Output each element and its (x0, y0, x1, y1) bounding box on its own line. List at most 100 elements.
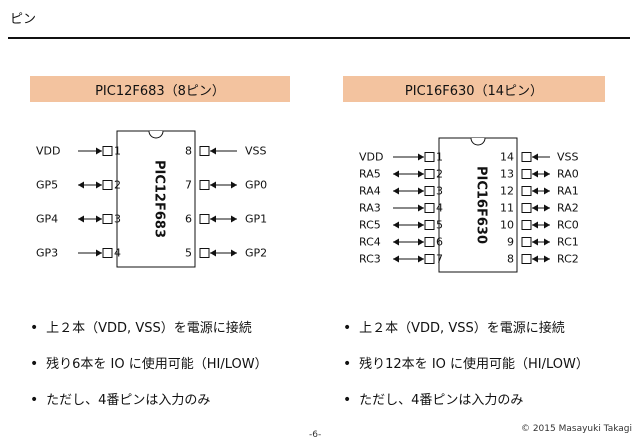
pin-number: 8 (185, 145, 192, 158)
arrow-head (231, 181, 237, 189)
arrow-head (544, 255, 550, 263)
pin-label: RA4 (359, 185, 381, 198)
pin-number: 12 (500, 185, 514, 198)
pin-label: RA5 (359, 168, 381, 181)
pin-label: RA0 (557, 168, 579, 181)
arrow-head (418, 153, 424, 161)
pin-label: RA2 (557, 202, 579, 215)
pin-pad (424, 220, 435, 230)
pin-number: 2 (436, 168, 443, 181)
pin-pad (424, 237, 435, 247)
pin-number: 3 (436, 185, 443, 198)
arrow-head (210, 249, 216, 257)
chip-notch (470, 137, 486, 146)
pin-number: 9 (507, 236, 514, 249)
pin-label: GP1 (245, 213, 267, 226)
pin-number: 5 (436, 219, 443, 232)
pin-pad (199, 214, 210, 224)
pin-number: 2 (114, 179, 121, 192)
arrow-head (418, 221, 424, 229)
arrow-head (544, 221, 550, 229)
arrow-head (532, 187, 538, 195)
pin-number: 8 (507, 253, 514, 266)
arrow-head (393, 255, 399, 263)
pin-label: VDD (36, 145, 60, 158)
pin-pad (199, 248, 210, 258)
right-chip-header: PIC16F630（14ピン） (343, 76, 605, 102)
pin-pad (521, 254, 532, 264)
pin-pad (521, 169, 532, 179)
arrow-head (544, 170, 550, 178)
arrow-head (393, 170, 399, 178)
list-item: • 残り12本を IO に使用可能（HI/LOW） (343, 356, 589, 372)
chip-body (438, 137, 518, 273)
pin-pad (102, 248, 113, 258)
pin-pad (102, 214, 113, 224)
pin-label: RC2 (557, 253, 579, 266)
arrow-head (544, 204, 550, 212)
arrow-head (544, 187, 550, 195)
page-number: -6- (309, 430, 322, 440)
arrow-head (393, 238, 399, 246)
pin-number: 7 (436, 253, 443, 266)
list-item: • ただし、4番ピンは入力のみ (343, 392, 524, 408)
arrow-head (393, 221, 399, 229)
arrow-head (231, 249, 237, 257)
pin-pad (521, 186, 532, 196)
pin-number: 6 (185, 213, 192, 226)
pin-number: 1 (114, 145, 121, 158)
arrow-head (418, 238, 424, 246)
list-item: • 上２本（VDD, VSS）を電源に接続 (30, 320, 252, 336)
pin-label: VSS (557, 151, 579, 164)
arrow-head (532, 204, 538, 212)
arrow-head (532, 153, 538, 161)
pin-label: RC1 (557, 236, 579, 249)
left-bullet-list: • 上２本（VDD, VSS）を電源に接続 • 残り6本を IO に使用可能（H… (30, 318, 268, 426)
arrow-head (78, 181, 84, 189)
pin-label: RC3 (359, 253, 381, 266)
arrow-head (418, 255, 424, 263)
chip-name: PIC12F683 (152, 160, 167, 238)
pin-label: GP2 (245, 247, 267, 260)
arrow-head (96, 181, 102, 189)
pin-label: RC4 (359, 236, 381, 249)
list-item: • 上２本（VDD, VSS）を電源に接続 (343, 320, 565, 336)
pin-pad (102, 180, 113, 190)
pin-number: 10 (500, 219, 514, 232)
page-title: ピン (10, 12, 37, 27)
arrow-head (231, 215, 237, 223)
arrow-head (210, 147, 216, 155)
pin-pad (521, 152, 532, 162)
pin-pad (424, 203, 435, 213)
pin-pad (199, 146, 210, 156)
pin-label: VDD (359, 151, 383, 164)
title-divider (8, 37, 630, 39)
pin-number: 7 (185, 179, 192, 192)
pin-label: GP4 (36, 213, 58, 226)
pin-label: GP0 (245, 179, 267, 192)
pin-number: 3 (114, 213, 121, 226)
arrow-head (418, 187, 424, 195)
arrow-head (532, 221, 538, 229)
pin-label: RA1 (557, 185, 579, 198)
arrow-head (210, 181, 216, 189)
pin-pad (199, 180, 210, 190)
arrow-head (96, 249, 102, 257)
copyright: © 2015 Masayuki Takagi (520, 424, 632, 434)
pin-label: GP3 (36, 247, 58, 260)
list-item: • ただし、4番ピンは入力のみ (30, 392, 211, 408)
chip-name: PIC16F630 (474, 166, 489, 244)
pin-number: 13 (500, 168, 514, 181)
pin-label: VSS (245, 145, 267, 158)
arrow-head (418, 204, 424, 212)
pin-label: RC0 (557, 219, 579, 232)
arrow-head (78, 215, 84, 223)
arrow-head (532, 238, 538, 246)
arrow-head (393, 187, 399, 195)
arrow-head (210, 215, 216, 223)
pin-label: RC5 (359, 219, 381, 232)
pin-number: 1 (436, 151, 443, 164)
arrow-head (96, 147, 102, 155)
